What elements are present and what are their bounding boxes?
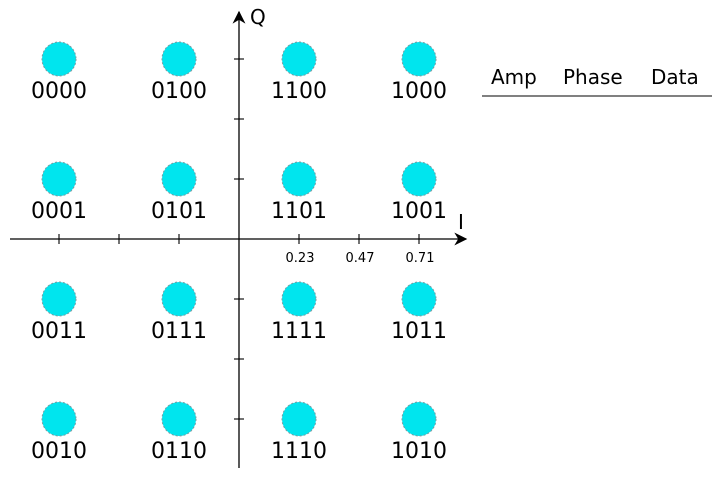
constellation-point [41,281,77,317]
point-code-label: 1000 [391,79,447,104]
constellation-point [41,161,77,197]
constellation-point [401,401,437,437]
table-header-phase: Phase [563,65,623,89]
constellation-point [161,401,197,437]
constellation-point [41,401,77,437]
point-code-label: 1011 [391,319,447,344]
point-code-label: 1101 [271,199,327,224]
point-code-label: 1111 [271,319,327,344]
i-tick-label: 0.47 [346,251,375,266]
constellation-point [41,41,77,77]
point-code-label: 0110 [151,439,207,464]
q-axis-label: Q [250,5,266,29]
constellation-points: 0000 0100 1100 1000 0001 0101 1101 1001 0011 0111… [31,41,447,464]
table-header-amp: Amp [491,65,537,89]
constellation-point [401,41,437,77]
constellation-point [281,41,317,77]
point-code-label: 1100 [271,79,327,104]
point-code-label: 0000 [31,79,87,104]
constellation-point [281,281,317,317]
i-tick-label: 0.23 [286,251,315,266]
point-code-label: 0001 [31,199,87,224]
i-tick-label: 0.71 [406,251,435,266]
point-code-label: 0100 [151,79,207,104]
constellation-point [161,161,197,197]
q-axis-ticks [234,58,244,420]
point-code-label: 0101 [151,199,207,224]
point-code-label: 0010 [31,439,87,464]
point-code-label: 0011 [31,319,87,344]
constellation-point [161,281,197,317]
i-axis-label: I [458,210,464,234]
point-code-label: 0111 [151,319,207,344]
constellation-point [281,161,317,197]
constellation-point [161,41,197,77]
i-axis-ticks [58,234,420,244]
constellation-point [401,281,437,317]
constellation-point [281,401,317,437]
point-code-label: 1001 [391,199,447,224]
table-header-data: Data [651,65,699,89]
constellation-point [401,161,437,197]
point-code-label: 1010 [391,439,447,464]
point-code-label: 1110 [271,439,327,464]
